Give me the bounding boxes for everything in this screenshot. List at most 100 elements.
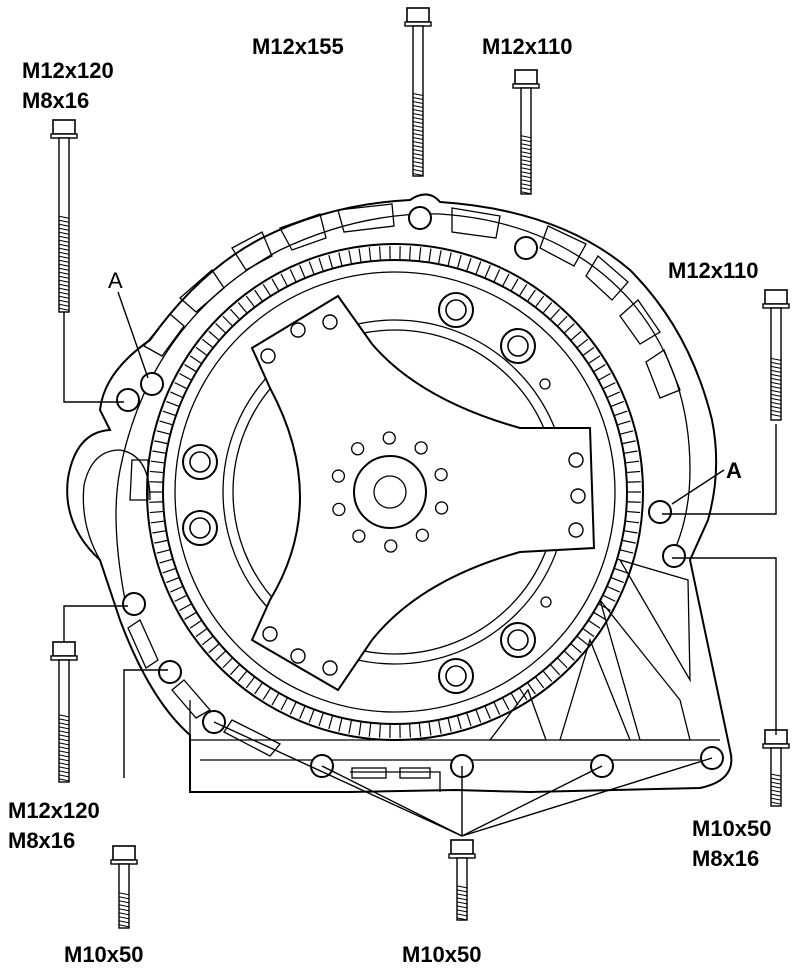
gear-tooth <box>318 257 324 272</box>
bolt-m10x50-right-shank <box>770 747 782 807</box>
hub-bolt-hole <box>415 528 430 542</box>
gear-tooth <box>159 558 174 564</box>
gear-tooth <box>456 254 462 269</box>
bolt-m12x110-top-thread <box>520 175 532 179</box>
gear-tooth <box>534 676 545 689</box>
gear-tooth <box>542 302 553 314</box>
gear-tooth <box>408 723 412 738</box>
bolt-m12x120-top-left-thread <box>58 235 70 239</box>
gear-tooth <box>587 355 601 365</box>
bolt-m10x50-right-thread <box>770 797 782 801</box>
rib-pocket <box>539 225 587 267</box>
leader-bottom-center-1 <box>213 721 463 837</box>
bolt-m12x120-bottom-left-thread <box>58 750 70 754</box>
housing-bottom-frame <box>189 700 720 792</box>
hub-bolt-hole <box>352 529 366 543</box>
flywheel-bolt <box>438 292 474 328</box>
bolt-m10x50-bottom-center-thread <box>456 897 468 901</box>
gear-tooth <box>408 246 412 261</box>
bolt-m12x110-top-thread <box>520 163 532 167</box>
housing-outline <box>66 193 733 794</box>
bolt-m12x155-thread <box>412 137 424 140</box>
bolt-m10x50-bottom-center-thread <box>456 917 468 921</box>
bolt-m12x155-thread <box>412 97 424 100</box>
plate-hole <box>290 648 306 664</box>
flywheel-bolt-inner <box>189 451 211 473</box>
hub-bolt-hole <box>331 469 346 483</box>
bolt-m12x155-head <box>406 7 430 23</box>
plate-hole <box>570 488 586 504</box>
gear-tooth <box>606 585 620 593</box>
bolt-m12x120-top-left-thread <box>58 251 70 255</box>
bolt-m12x110-top-head <box>514 69 538 85</box>
gear-tooth <box>526 289 536 302</box>
gear-tooth <box>166 400 180 408</box>
bolt-m12x120-bottom-left-thread <box>58 758 70 762</box>
bolt-m12x120-top-left-thread <box>58 295 70 299</box>
gear-tooth <box>563 323 575 334</box>
gear-tooth <box>338 717 343 732</box>
gear-tooth <box>174 594 188 602</box>
bolt-m12x120-top-left-thread <box>58 259 70 263</box>
gear-tooth <box>621 539 636 544</box>
gear-tooth <box>229 308 241 320</box>
bolt-m12x120-top-left-thread <box>58 255 70 259</box>
gear-tooth <box>289 701 297 715</box>
bolt-m12x110-right <box>762 289 790 421</box>
bolt-m12x155-thread <box>412 169 424 172</box>
housing-ribs <box>127 203 691 757</box>
bolt-m12x120-top-left-thread <box>58 231 70 235</box>
gear-tooth <box>271 278 280 292</box>
gear-tooth <box>245 676 256 689</box>
bolts-group <box>50 7 790 929</box>
gear-tooth <box>626 470 641 474</box>
bolt-m10x50-bottom-center-thread <box>456 885 468 889</box>
gear-tooth <box>348 250 353 265</box>
gear-tooth <box>174 382 188 390</box>
gear-tooth <box>582 627 595 638</box>
gear-tooth <box>159 420 174 426</box>
gear-tooth <box>318 712 324 727</box>
gear-tooth <box>328 254 334 269</box>
hub-bolt-hole <box>384 539 398 553</box>
gear-tooth <box>598 372 611 381</box>
bolt-m12x110-right-thread <box>770 365 782 369</box>
bolt-m12x155-thread <box>412 165 424 168</box>
bolt-m10x50-bottom-center-shank <box>456 857 468 921</box>
bolt-m12x110-right-thread <box>770 389 782 393</box>
gear-tooth <box>428 721 432 736</box>
hub-bolt-hole <box>382 431 396 445</box>
bolt-m10x50-bottom-left-thread <box>118 904 130 908</box>
bolt-m12x120-top-left-thread <box>58 263 70 267</box>
gear-tooth <box>170 391 184 399</box>
bolt-m12x120-top-left-head <box>52 119 76 135</box>
rib-pocket <box>171 679 212 719</box>
leader-right-upper <box>662 424 777 515</box>
gear-tooth <box>447 252 452 267</box>
bolt-m12x110-top-thread <box>520 183 532 187</box>
gear-tooth <box>484 705 491 720</box>
bolt-m12x120-bottom-left <box>50 641 78 783</box>
housing-bolt-hole <box>122 592 146 616</box>
rib-pocket <box>279 213 327 251</box>
leader-lines <box>63 291 777 837</box>
flywheel-bolt <box>500 622 536 658</box>
gear-tooth <box>418 722 422 737</box>
bolt-m12x155-thread <box>412 113 424 116</box>
label-right-upper: M12x110 <box>668 258 759 283</box>
bottom-slot-left <box>351 767 387 779</box>
bolt-m12x110-right-thread <box>770 397 782 401</box>
bolt-m12x120-bottom-left-thread <box>58 778 70 782</box>
housing-bolt-hole <box>140 372 164 396</box>
flywheel-small-hole <box>540 596 552 608</box>
bolt-m12x120-top-left-thread <box>58 223 70 227</box>
bolt-m10x50-bottom-left-thread <box>118 896 130 900</box>
gear-tooth <box>475 261 482 275</box>
gear-tooth <box>593 364 606 373</box>
bolt-m12x155-thread <box>412 157 424 160</box>
gear-tooth <box>556 657 568 669</box>
gear-tooth <box>626 501 641 503</box>
gear-tooth <box>162 567 177 574</box>
bolt-m12x110-right-thread <box>770 369 782 373</box>
gear-tooth <box>616 420 631 426</box>
